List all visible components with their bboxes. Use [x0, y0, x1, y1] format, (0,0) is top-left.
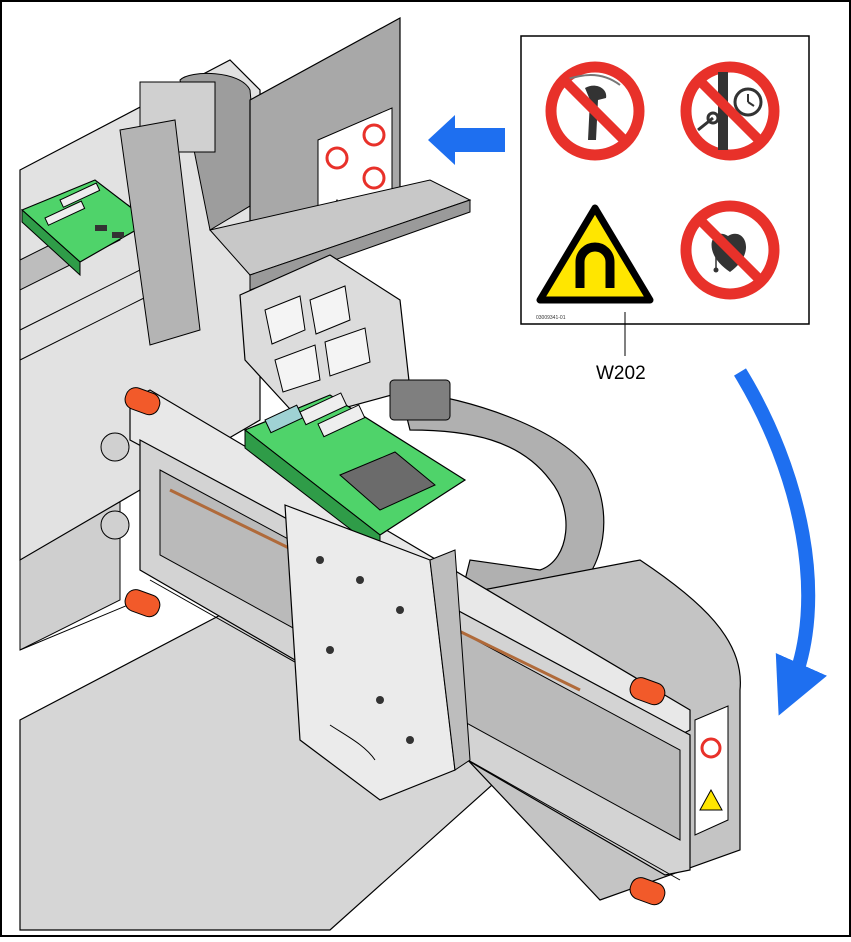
label-code: 03009341-01 — [536, 315, 566, 321]
callout-label: W202 — [596, 363, 646, 384]
no-watch-key-icon — [686, 67, 774, 155]
no-metal-implant-icon — [551, 67, 639, 155]
no-pacemaker-icon — [686, 206, 774, 294]
safety-label-enlarged: 03009341-01 — [521, 36, 809, 324]
